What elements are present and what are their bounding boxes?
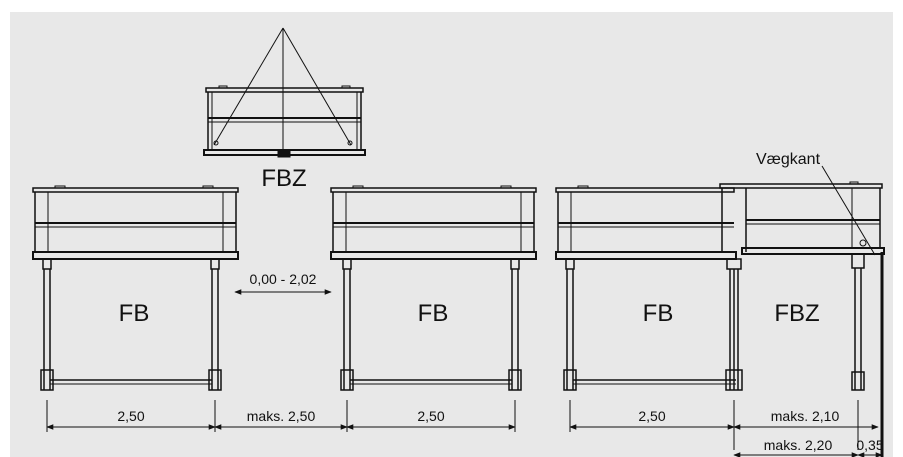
top-margin (0, 0, 903, 12)
fb-middle-unit (330, 185, 537, 391)
right-first-width-label: 2,50 (638, 408, 665, 424)
right-margin (893, 0, 903, 457)
right-first-unit-label: FB (643, 300, 674, 327)
bottom-dimensions (46, 400, 883, 457)
right-second-unit-label: FBZ (774, 300, 819, 327)
left-width-label: 2,50 (117, 408, 144, 424)
fb-left-unit (32, 185, 239, 391)
left-unit-label: FB (119, 300, 150, 327)
fbz-crane-unit (203, 27, 366, 158)
crane-unit-top-rail (205, 87, 364, 93)
crane-unit-label: FBZ (261, 165, 306, 192)
right-second-max-label: maks. 2,10 (771, 408, 840, 424)
fbz-right-unit (719, 181, 885, 391)
sling-line-right (282, 27, 352, 146)
left-margin (0, 0, 10, 457)
middle-unit-label: FB (418, 300, 449, 327)
wall-edge-label: Vægkant (756, 151, 821, 168)
gap-max-label: maks. 2,50 (247, 408, 316, 424)
right-total-max-label: maks. 2,20 (764, 437, 833, 453)
wall-edge (821, 165, 884, 457)
gap-range-label: 0,00 - 2,02 (250, 271, 317, 287)
sling-line-left (213, 27, 284, 146)
wall-edge-leader (821, 165, 876, 256)
fb-right-unit (555, 185, 743, 391)
wall-offset-label: 0,35 (856, 437, 883, 453)
middle-width-label: 2,50 (417, 408, 444, 424)
